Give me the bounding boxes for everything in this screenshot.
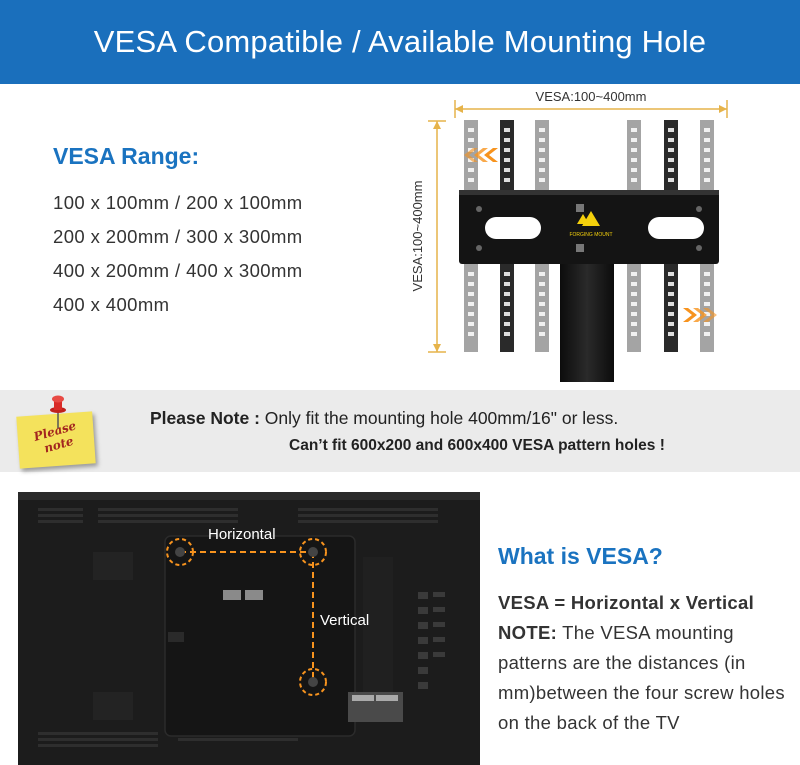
header-banner: VESA Compatible / Available Mounting Hol…	[0, 0, 800, 84]
note-label: Please Note :	[150, 408, 260, 428]
page-title: VESA Compatible / Available Mounting Hol…	[93, 24, 707, 59]
horizontal-label: Horizontal	[208, 526, 276, 543]
rail-holes	[468, 128, 710, 336]
note-primary-text: Please Note : Only fit the mounting hole…	[150, 408, 618, 429]
what-is-vesa-heading: What is VESA?	[498, 543, 663, 569]
vesa-range-list: 100 x 100mm / 200 x 100mm 200 x 200mm / …	[53, 186, 303, 322]
tv-ports	[418, 592, 445, 689]
push-pin-icon	[50, 395, 66, 428]
vesa-range-item: 400 x 400mm	[53, 294, 170, 315]
brand-logo-text: FORGING MOUNT	[569, 232, 612, 238]
vesa-note-label: NOTE:	[498, 622, 558, 643]
screw-hole	[166, 538, 194, 566]
vesa-range-item: 100 x 100mm / 200 x 100mm	[53, 192, 303, 213]
height-dimension-label: VESA:100~400mm	[410, 181, 425, 292]
vesa-range-item: 400 x 200mm / 400 x 300mm	[53, 260, 303, 281]
tv-label-sticker	[245, 590, 263, 600]
screw-hole	[299, 538, 327, 566]
mount-post	[560, 264, 614, 382]
tv-label-sticker	[223, 590, 241, 600]
tv-mount-diagram: VESA:100~400mm VESA:100~400mm	[410, 89, 728, 382]
screw-hole	[299, 668, 327, 696]
vesa-range-item: 200 x 200mm / 300 x 300mm	[53, 226, 303, 247]
bracket-slot	[485, 217, 541, 239]
note-line-1: Only fit the mounting hole 400mm/16" or …	[264, 408, 619, 428]
vesa-note-text: The VESA mounting patterns are the dista…	[498, 622, 785, 733]
brand-logo: FORGING MOUNT	[569, 211, 613, 238]
width-dimension-label: VESA:100~400mm	[536, 89, 647, 104]
vesa-description: VESA = Horizontal x Vertical NOTE: The V…	[498, 588, 798, 738]
mount-bracket-plate	[459, 190, 719, 264]
tv-vents	[38, 508, 438, 747]
tv-back-diagram: Horizontal Vertical	[18, 492, 480, 765]
tv-center-panel	[164, 535, 356, 737]
vesa-formula: VESA = Horizontal x Vertical	[498, 592, 755, 613]
width-dimension: VESA:100~400mm	[454, 89, 728, 118]
arrow-left-icon	[464, 148, 498, 162]
height-dimension: VESA:100~400mm	[410, 120, 446, 353]
note-band	[0, 390, 800, 472]
arrow-right-icon	[683, 308, 717, 322]
note-line-2: Can’t fit 600x200 and 600x400 VESA patte…	[289, 437, 665, 454]
vesa-range-heading: VESA Range:	[53, 143, 200, 169]
vertical-label: Vertical	[320, 612, 369, 629]
bracket-slot	[648, 217, 704, 239]
